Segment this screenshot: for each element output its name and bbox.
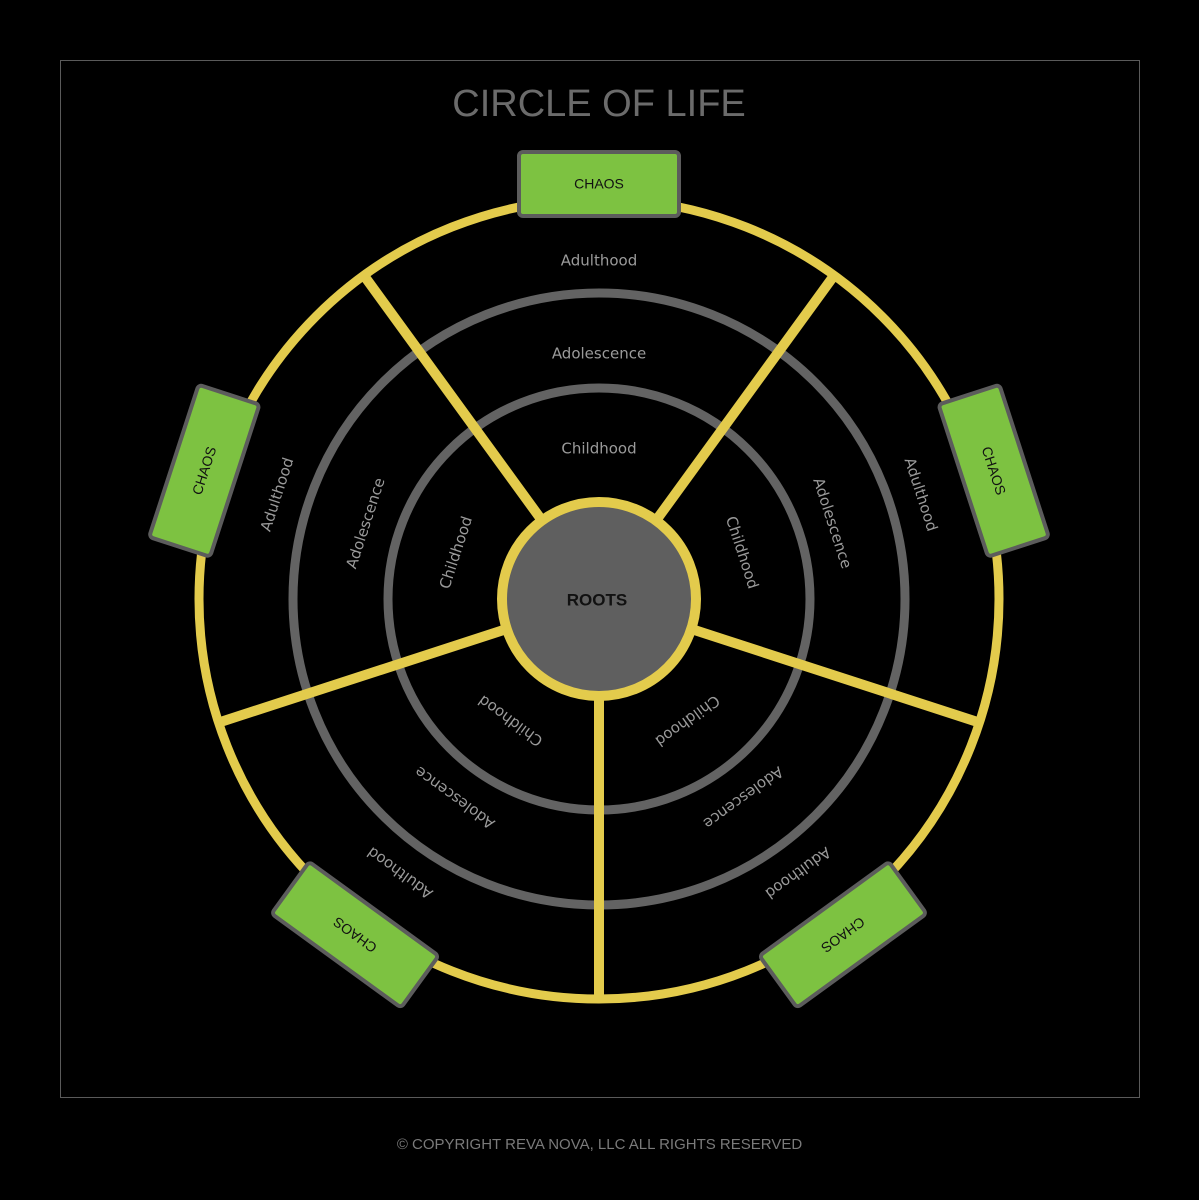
- segment-5-adulthood-label: Adulthood: [257, 455, 298, 533]
- chaos-box-rect: [758, 861, 927, 1009]
- segment-2-adulthood-label: Adulthood: [901, 455, 942, 533]
- copyright-notice: © COPYRIGHT REVA NOVA, LLC ALL RIGHTS RE…: [396, 1136, 803, 1153]
- chaos-box-2: CHAOS: [937, 383, 1050, 558]
- chaos-box-3: CHAOS: [758, 861, 927, 1009]
- segment-1-adulthood-label: Adulthood: [561, 252, 637, 270]
- chaos-box-rect: [937, 383, 1050, 558]
- roots-circle: [497, 497, 701, 701]
- segment-2-adolescence-label: Adolescence: [809, 475, 855, 570]
- spoke-1: [359, 272, 545, 522]
- page-title: CIRCLE OF LIFE: [452, 83, 746, 125]
- diagram-frame: [60, 60, 1140, 1098]
- chaos-label: CHAOS: [574, 176, 624, 192]
- chaos-box-5: CHAOS: [148, 383, 261, 558]
- center-roots: ROOTS: [497, 497, 701, 701]
- segment-1-childhood-label: Childhood: [561, 440, 636, 458]
- segment-3-childhood-label: Childhood: [652, 691, 723, 750]
- spokes-layer: [217, 272, 981, 999]
- chaos-box-rect: [148, 383, 261, 558]
- segment-1-adolescence-label: Adolescence: [552, 345, 646, 363]
- segment-5-adolescence-label: Adolescence: [342, 475, 388, 570]
- segment-2-childhood-label: Childhood: [722, 514, 762, 591]
- chaos-box-1: CHAOS: [517, 150, 681, 218]
- segment-4-childhood-label: Childhood: [475, 691, 546, 750]
- chaos-box-4: CHAOS: [271, 861, 440, 1009]
- chaos-boxes-layer: CHAOS CHAOS CHAOS CHAOS CHAOS: [148, 150, 1050, 1009]
- chaos-box-rect: [271, 861, 440, 1009]
- spoke-2: [653, 272, 839, 522]
- roots-label: ROOTS: [567, 590, 627, 609]
- chaos-box-rect: [517, 150, 681, 218]
- spoke-3: [692, 625, 981, 728]
- spoke-5: [217, 625, 506, 728]
- segment-5-childhood-label: Childhood: [436, 514, 476, 591]
